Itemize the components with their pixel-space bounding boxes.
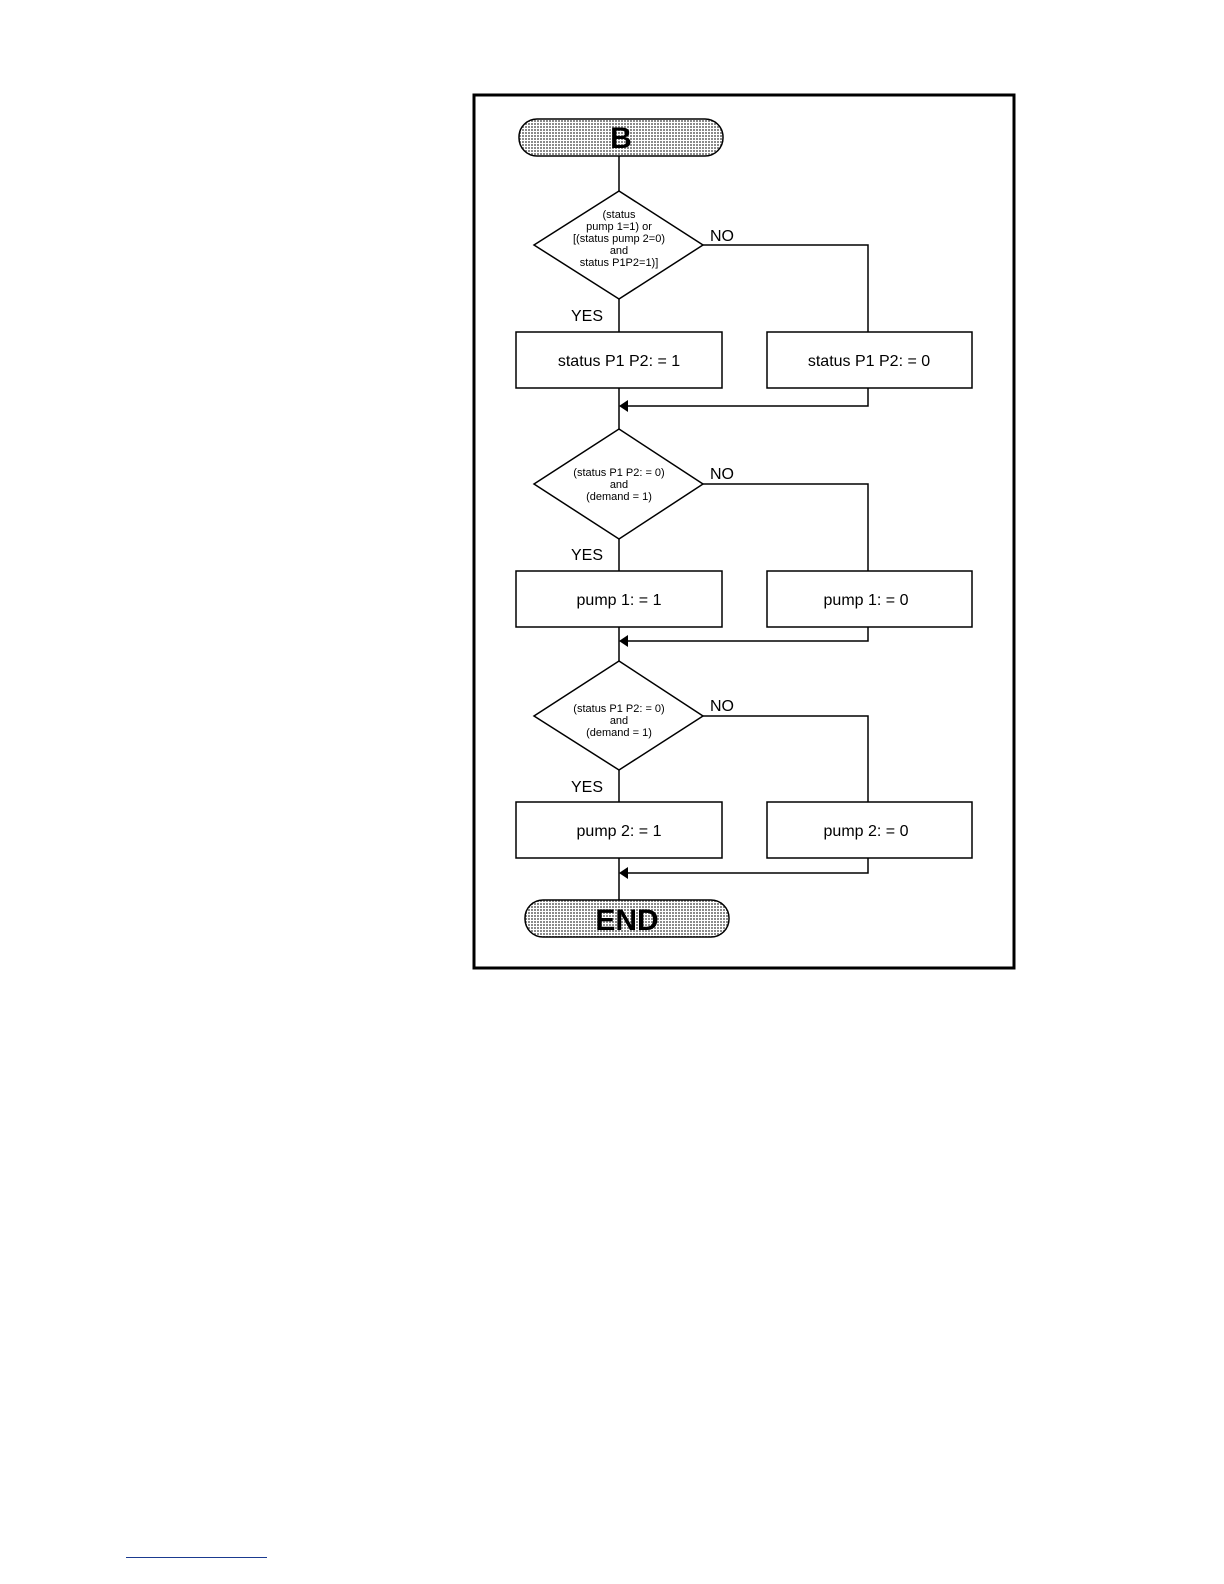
process-box-1-no: status P1 P2: = 0 bbox=[767, 332, 972, 388]
decision-1-line-2: pump 1=1) or bbox=[586, 221, 652, 233]
decision-1-line-3: [(status pump 2=0) bbox=[573, 233, 665, 245]
footnote-rule bbox=[126, 1557, 267, 1558]
process-box-3-yes: pump 2: = 1 bbox=[516, 802, 722, 858]
decision-3-line-1: (status P1 P2: = 0) bbox=[573, 703, 664, 715]
decision-1-line-4: and bbox=[610, 245, 628, 257]
end-terminal-label: END bbox=[595, 904, 658, 937]
decision-3-line-2: and bbox=[610, 715, 628, 727]
decision-2-yes-label: YES bbox=[571, 547, 603, 564]
decision-1-line-5: status P1P2=1)] bbox=[580, 257, 659, 269]
process-box-2-yes-label: pump 1: = 1 bbox=[577, 592, 662, 609]
process-box-1-no-label: status P1 P2: = 0 bbox=[808, 353, 930, 370]
process-box-1-yes: status P1 P2: = 1 bbox=[516, 332, 722, 388]
decision-3-yes-label: YES bbox=[571, 779, 603, 796]
process-box-2-yes: pump 1: = 1 bbox=[516, 571, 722, 627]
decision-1-no-label: NO bbox=[710, 228, 734, 245]
process-box-2-no: pump 1: = 0 bbox=[767, 571, 972, 627]
end-terminal: END bbox=[525, 900, 729, 937]
start-terminal: B bbox=[519, 119, 723, 156]
decision-2-line-3: (demand = 1) bbox=[586, 491, 652, 503]
decision-2-line-2: and bbox=[610, 479, 628, 491]
start-terminal-label: B bbox=[610, 122, 632, 155]
process-box-2-no-label: pump 1: = 0 bbox=[824, 592, 909, 609]
decision-3-no-label: NO bbox=[710, 698, 734, 715]
decision-2-no-label: NO bbox=[710, 466, 734, 483]
decision-1-line-1: (status bbox=[602, 209, 636, 221]
process-box-3-no: pump 2: = 0 bbox=[767, 802, 972, 858]
decision-2-line-1: (status P1 P2: = 0) bbox=[573, 467, 664, 479]
process-box-1-yes-label: status P1 P2: = 1 bbox=[558, 353, 680, 370]
decision-3-line-3: (demand = 1) bbox=[586, 727, 652, 739]
process-box-3-yes-label: pump 2: = 1 bbox=[577, 823, 662, 840]
process-box-3-no-label: pump 2: = 0 bbox=[824, 823, 909, 840]
decision-1-yes-label: YES bbox=[571, 308, 603, 325]
